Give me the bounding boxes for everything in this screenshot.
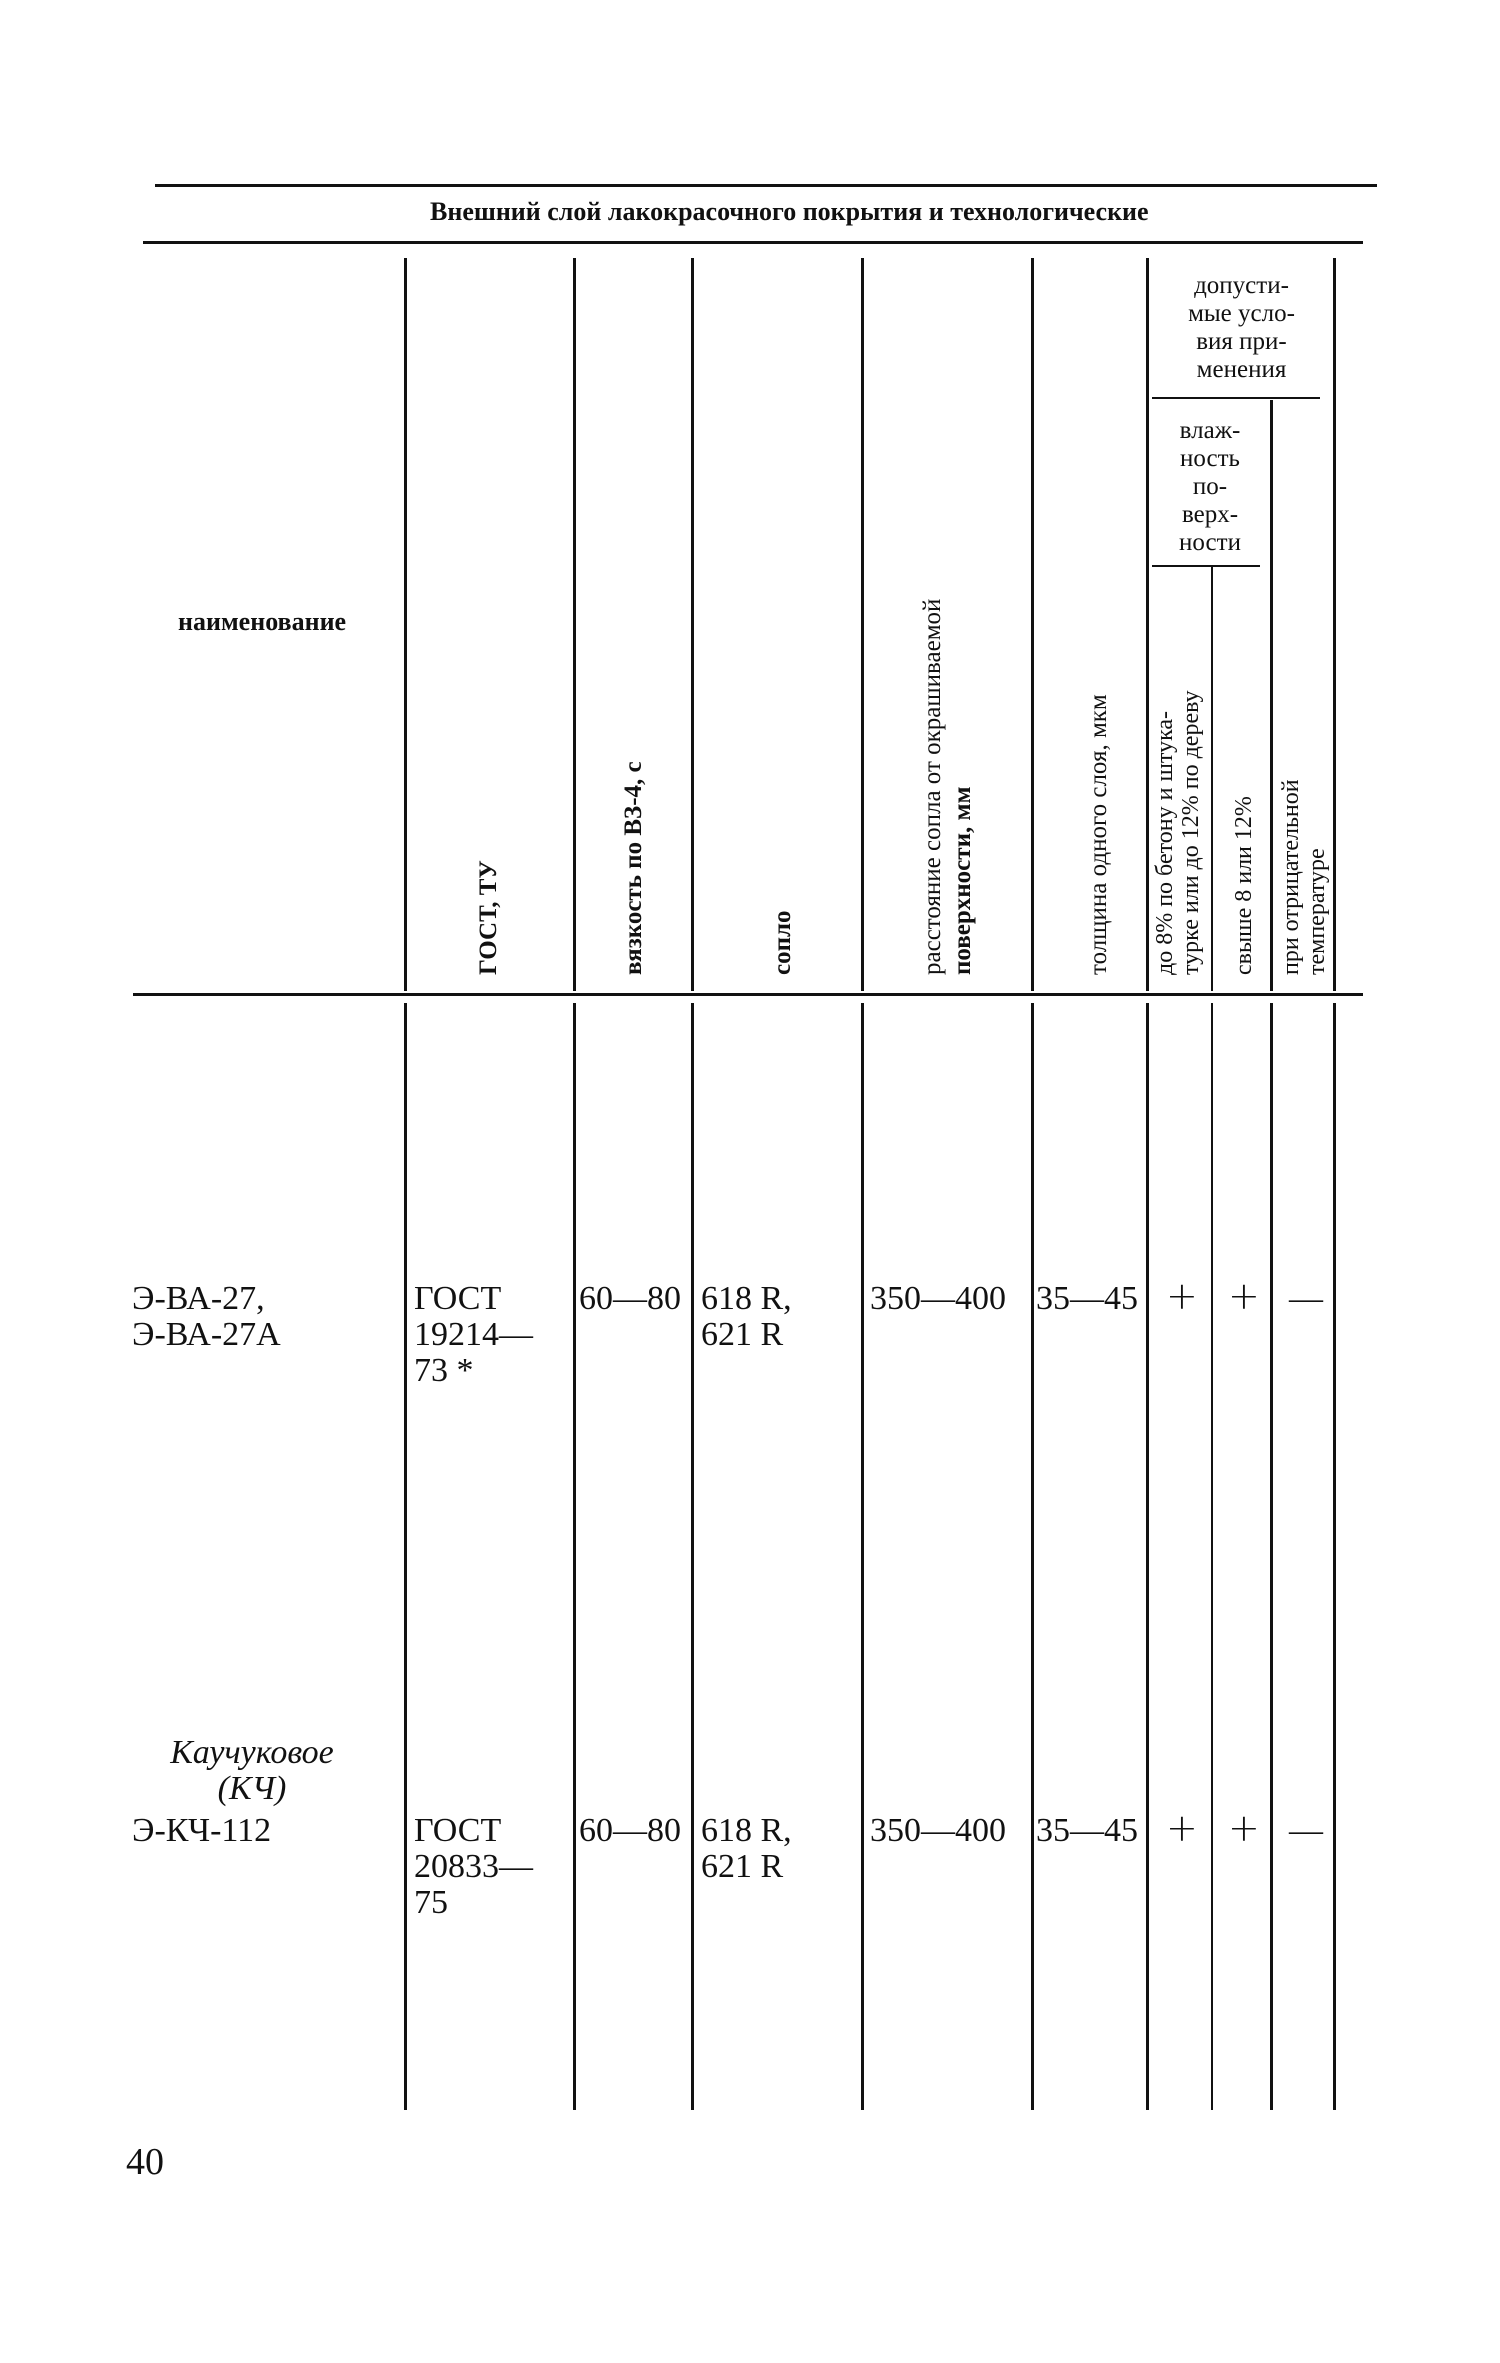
conditions-line: менения	[1196, 356, 1287, 383]
col-header-viscosity: вязкость по ВЗ-4, с	[620, 761, 647, 975]
row-1-gost-line: 73 *	[414, 1352, 474, 1389]
body-divider-4	[861, 1003, 864, 2110]
humidity-line: по-	[1192, 473, 1228, 500]
col-divider-1	[404, 258, 407, 991]
row-2-name: Э-КЧ-112	[132, 1812, 272, 1849]
row-2-cond-3: —	[1289, 1812, 1323, 1849]
body-divider-5	[1031, 1003, 1034, 2110]
col-divider-2	[573, 258, 576, 991]
body-divider-9	[1333, 1003, 1336, 2110]
row-2-gost-line: ГОСТ	[414, 1812, 502, 1849]
row-1-gost: ГОСТ 19214— 73 *	[414, 1281, 533, 1389]
row-2-group-line: (КЧ)	[217, 1770, 287, 1807]
col-divider-9	[1333, 258, 1336, 991]
col-header-nozzle: сопло	[769, 910, 796, 975]
humidity-line: ности	[1179, 529, 1241, 556]
body-divider-7	[1211, 1003, 1213, 2110]
col-divider-3	[691, 258, 694, 991]
body-divider-3	[691, 1003, 694, 2110]
col-header-gost: ГОСТ, ТУ	[475, 860, 502, 975]
col-divider-4	[861, 258, 864, 991]
col-header-distance-line1: расстояние сопла от окрашиваемой	[919, 598, 946, 975]
humidity-line: влаж-	[1179, 417, 1241, 444]
col-header-name: наименование	[178, 607, 347, 636]
header-bottom-rule	[133, 993, 1363, 996]
col-header-sub3-line2: температуре	[1304, 848, 1330, 975]
row-2-nozzle-line: 618 R,	[701, 1812, 792, 1849]
group-title: Внешний слой лакокрасочного покрытия и т…	[430, 197, 1149, 226]
row-1-distance: 350—400	[870, 1280, 1006, 1317]
row-1-cond-2: +	[1228, 1274, 1260, 1318]
humidity-rule	[1152, 565, 1260, 567]
col-header-thickness: толщина одного слоя, мкм	[1085, 694, 1112, 975]
row-2-nozzle-line: 621 R	[701, 1848, 784, 1885]
row-1-name-line: Э-ВА-27А	[132, 1316, 281, 1353]
row-2-thickness: 35—45	[1036, 1812, 1138, 1849]
body-divider-8	[1270, 1003, 1273, 2110]
row-2-cond-2: +	[1228, 1806, 1260, 1850]
row-2-gost-line: 75	[414, 1884, 448, 1921]
body-divider-2	[573, 1003, 576, 2110]
col-divider-6	[1146, 258, 1149, 991]
row-1-nozzle: 618 R, 621 R	[701, 1281, 792, 1353]
row-1-nozzle-line: 618 R,	[701, 1280, 792, 1317]
humidity-line: ность	[1180, 445, 1240, 472]
row-1-nozzle-line: 621 R	[701, 1316, 784, 1353]
col-header-sub1-line2: турке или до 12% по дереву	[1178, 690, 1204, 975]
group-title-rule	[143, 241, 1363, 244]
conditions-line: допусти-	[1194, 272, 1289, 299]
col-header-distance-line2: поверхности, мм	[949, 786, 976, 975]
col-header-humidity: влаж- ность по- верх- ности	[1150, 417, 1270, 557]
row-1-cond-3: —	[1289, 1280, 1323, 1317]
conditions-line: мые усло-	[1188, 300, 1295, 327]
conditions-line: вия при-	[1196, 328, 1287, 355]
col-header-conditions: допусти- мые усло- вия при- менения	[1150, 272, 1333, 384]
row-2-group-line: Каучуковое	[170, 1734, 334, 1771]
row-1-gost-line: 19214—	[414, 1316, 533, 1353]
row-2-cond-1: +	[1166, 1806, 1198, 1850]
row-1-cond-1: +	[1166, 1274, 1198, 1318]
col-divider-7	[1211, 567, 1213, 991]
col-divider-8	[1270, 400, 1273, 991]
row-2-gost: ГОСТ 20833— 75	[414, 1813, 533, 1921]
col-divider-5	[1031, 258, 1034, 991]
row-2-distance: 350—400	[870, 1812, 1006, 1849]
row-2-nozzle: 618 R, 621 R	[701, 1813, 792, 1885]
body-divider-6	[1146, 1003, 1149, 2110]
row-2-viscosity: 60—80	[579, 1812, 681, 1849]
row-2-group: Каучуковое (КЧ)	[132, 1735, 372, 1807]
row-1-name-line: Э-ВА-27,	[132, 1280, 265, 1317]
page-number: 40	[126, 2141, 164, 2183]
row-1-thickness: 35—45	[1036, 1280, 1138, 1317]
top-rule	[155, 184, 1377, 187]
row-2-gost-line: 20833—	[414, 1848, 533, 1885]
humidity-line: верх-	[1181, 501, 1239, 528]
row-1-viscosity: 60—80	[579, 1280, 681, 1317]
body-divider-1	[404, 1003, 407, 2110]
row-1-gost-line: ГОСТ	[414, 1280, 502, 1317]
row-1-name: Э-ВА-27, Э-ВА-27А	[132, 1281, 281, 1353]
col-header-sub2: свыше 8 или 12%	[1231, 796, 1257, 975]
conditions-rule	[1152, 397, 1320, 399]
